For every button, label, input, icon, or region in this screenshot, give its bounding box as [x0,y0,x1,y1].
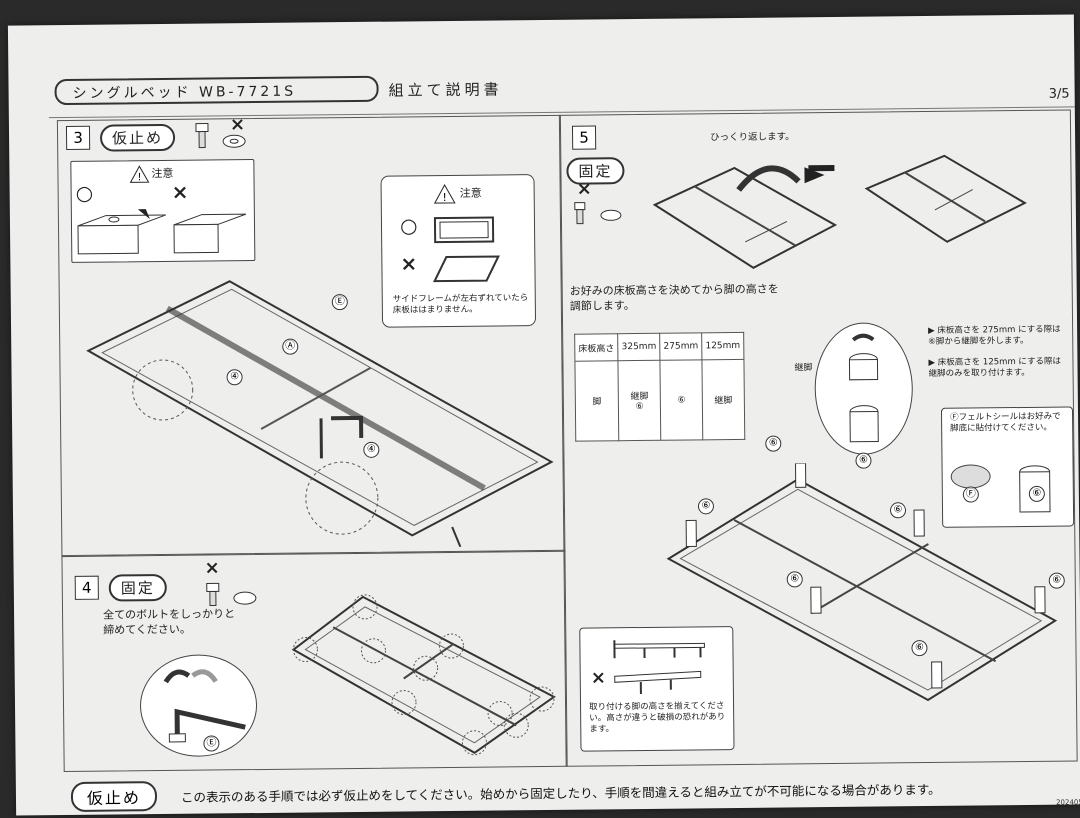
leg-row-label: 脚 [575,361,619,441]
leg-part: ⑥ [636,402,644,412]
bolt-locations-diagram [283,587,565,760]
step5-ng-mark: × [577,181,592,196]
felt-note: Ⓕフェルトシールはお好みで脚底に貼付けてください。 [950,412,1064,435]
tighten-detail: Ⓔ [139,654,257,757]
extension-label-125: 継脚 [714,396,732,406]
flip-note: ひっくり返します。 [710,129,795,145]
leg-extension-icon [833,331,894,444]
caution-box-title: 注意 [460,186,482,201]
step3-ng-mark: × [230,117,245,132]
svg-text:!: ! [442,191,447,204]
leg-badge-4: ⑥ [787,571,803,587]
step4-ng-mark: × [205,560,220,575]
leg-badge-1: ⑥ [765,436,781,452]
footer-text: この表示のある手順では必ず仮止めをしてください。始めから固定したり、手順を間違え… [181,779,941,806]
leg-badge-5: ⑥ [1049,573,1065,589]
leg-badge-6: ⑥ [911,640,927,656]
caution-ok-mark: ○ [400,218,418,233]
warning-icon: ! [434,184,456,204]
rotate-arrows-icon [161,663,221,694]
step4-number: 4 [75,576,99,600]
extension-side-label: 継脚 [794,361,812,376]
step3-number: 3 [66,126,90,150]
bolt-icon [190,121,260,152]
model-name: シングルベッド WB-7721S [72,81,296,103]
height-125: 125mm [702,332,744,359]
model-header: シングルベッド WB-7721S [54,76,378,105]
ng-mark: × [172,185,189,200]
height-note: お好みの床板高さを決めてから脚の高さを調節します。 [570,282,780,314]
step5-label: 固定 [566,157,624,185]
frame-assembly-diagram [79,266,562,551]
warning-ng-mark: × [591,670,606,685]
caution-label: 注意 [151,166,173,181]
step3-label: 仮止め [100,124,175,152]
leg-badge-2: ⑥ [698,498,714,514]
beam-end-diagram [76,206,252,258]
height-325: 325mm [618,333,660,360]
bolt-icon [571,201,633,226]
bullet-275: ▶ 床板高さを 275mm にする際は⑥脚から継脚を外します。 [928,325,1064,348]
step4-label: 固定 [109,574,167,602]
bullet-125: ▶ 床板高さを 125mm にする際は継脚のみを取り付けます。 [928,357,1064,380]
svg-text:!: ! [137,172,141,183]
ok-mark: ○ [76,186,94,201]
document-title: 組立て説明書 [388,78,502,100]
side-rail-badge-1: ④ [227,369,243,385]
caution-callout: ! 注意 ○ × [70,159,255,263]
leg-extension-detail [814,322,913,455]
height-275: 275mm [660,333,702,360]
step4-panel: 4 固定 × 全てのボルトをしっかりと締めてください。 Ⓔ [61,550,567,772]
leg-badge-3: ⑥ [890,502,906,518]
uneven-legs-icon [610,631,711,698]
side-rail-badge-3: ④ [363,442,379,458]
extension-label: 継脚 [630,392,648,402]
part-a-badge: Ⓐ [282,339,298,355]
warning-icon: ! [129,165,149,183]
flip-frame-diagram [648,149,1059,273]
page-number: 3/5 [1049,86,1070,101]
step5-panel: 5 固定 × ひっくり返します。 お好みの床板高さを決めてから脚の高さを調節しま… [559,109,1078,766]
tool-e-badge: Ⓔ [203,735,219,751]
document-code: 2024050N [1056,798,1080,806]
step4-instruction: 全てのボルトをしっかりと締めてください。 [103,606,243,637]
leg-warning-text: 取り付ける脚の高さを揃えてください。高さが違うと破損の恐れがあります。 [589,701,725,735]
part-e-badge: Ⓔ [332,294,348,310]
leg-height-warning: × 取り付ける脚の高さを揃えてください。高さが違うと破損の恐れがあります。 [579,626,734,752]
floor-height-label: 床板高さ [575,334,618,361]
footer-label: 仮止め [71,781,157,812]
aligned-frame-icon [432,213,497,246]
leg-part-275: ⑥ [677,395,685,405]
bolt-icon [201,582,271,609]
step3-panel: 3 仮止め × ! 注意 ○ × ! 注意 ○ × [57,115,566,557]
instruction-sheet: シングルベッド WB-7721S 組立て説明書 3/5 3 仮止め × ! 注意… [8,14,1080,815]
step5-number: 5 [572,125,596,149]
